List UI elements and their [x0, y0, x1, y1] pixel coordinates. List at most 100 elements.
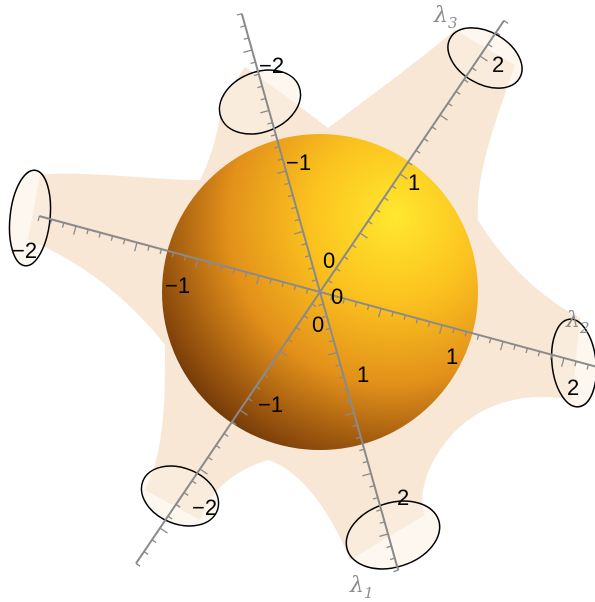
tick-mark-lambda2: [37, 215, 41, 222]
tick-mark-lambda2: [110, 235, 114, 241]
tick-mark-lambda2: [171, 252, 175, 258]
tick-label-l1-1: 1: [357, 362, 369, 387]
tick-mark-lambda3: [191, 480, 197, 485]
tick-mark-lambda1: [369, 484, 375, 488]
tick-mark-lambda1: [301, 242, 307, 246]
tick-mark-lambda2: [183, 255, 187, 261]
tick-label-l2-1: 1: [446, 344, 458, 369]
tick-mark-lambda1: [345, 412, 355, 417]
tick-label-l2-0: 0: [331, 284, 343, 309]
cap-top-right: [447, 27, 523, 89]
tick-mark-lambda3: [135, 562, 141, 567]
axis-name-lambda2-symbol: λ: [565, 308, 580, 333]
tick-mark-lambda1: [287, 194, 293, 198]
tick-mark-lambda2: [525, 347, 529, 354]
tick-label-l1-2: 2: [397, 485, 409, 510]
tick-mark-lambda2: [195, 258, 199, 268]
axis-name-lambda1: λ1: [349, 573, 374, 602]
tick-mark-lambda3: [447, 102, 453, 107]
tick-labels: −2 −1 0 1 2 −2 −1 0 1 2 −2 −1 0 1 2: [12, 52, 579, 520]
tick-mark-lambda1: [253, 73, 259, 77]
tick-mark-lambda1: [372, 497, 378, 500]
tick-label-l2-minus1: −1: [165, 273, 190, 298]
tick-mark-lambda1: [328, 339, 334, 343]
tick-mark-lambda3: [279, 350, 288, 357]
tick-mark-lambda3: [383, 197, 389, 201]
tick-mark-lambda3: [391, 185, 397, 190]
tick-label-l3-minus2: −2: [192, 495, 217, 520]
tick-mark-lambda2: [561, 357, 565, 367]
tick-mark-lambda1: [270, 134, 276, 137]
tick-mark-lambda2: [586, 364, 590, 370]
tick-mark-lambda1: [240, 25, 246, 28]
tick-mark-lambda3: [311, 303, 317, 308]
tick-mark-lambda1: [308, 267, 314, 270]
tick-mark-lambda2: [293, 285, 297, 291]
tick-mark-lambda1: [386, 545, 392, 549]
tick-mark-lambda2: [147, 245, 150, 251]
tick-mark-lambda3: [303, 315, 309, 319]
tick-mark-lambda1: [243, 49, 253, 54]
tick-mark-lambda2: [98, 232, 102, 238]
tick-mark-lambda3: [495, 31, 501, 36]
tick-mark-lambda1: [379, 521, 385, 524]
tick-label-l3-minus1: −1: [258, 392, 283, 417]
tick-mark-lambda3: [151, 539, 157, 544]
tick-mark-lambda2: [220, 265, 224, 271]
tick-mark-lambda1: [328, 351, 338, 356]
tick-mark-lambda1: [236, 13, 242, 16]
tick-mark-lambda1: [321, 315, 327, 319]
tick-label-l2-minus2: −2: [12, 238, 37, 263]
tick-mark-lambda1: [359, 448, 365, 452]
tick-mark-lambda1: [277, 170, 287, 175]
tick-mark-lambda3: [295, 326, 301, 331]
tick-mark-lambda2: [439, 324, 443, 334]
tick-mark-lambda2: [574, 361, 577, 367]
tick-mark-lambda3: [215, 444, 221, 449]
tick-mark-lambda1: [389, 557, 395, 561]
tick-mark-lambda2: [330, 295, 333, 301]
tick-label-l2-2: 2: [567, 375, 579, 400]
tick-mark-lambda1: [335, 363, 341, 367]
tick-mark-lambda2: [256, 275, 260, 285]
tick-mark-lambda2: [269, 278, 272, 284]
tick-label-l1-minus2: −2: [259, 53, 284, 78]
tick-mark-lambda3: [343, 256, 349, 260]
tick-label-l3-2: 2: [492, 52, 504, 77]
tick-mark-lambda1: [304, 255, 310, 258]
tick-mark-lambda3: [183, 492, 189, 496]
tick-mark-lambda2: [513, 344, 516, 350]
axis-name-lambda3-subscript: 3: [448, 14, 458, 32]
tick-mark-lambda2: [500, 341, 504, 351]
tick-mark-lambda1: [338, 376, 344, 379]
axis-name-lambda2: λ2: [565, 308, 590, 337]
tick-mark-lambda1: [376, 509, 382, 512]
tick-mark-lambda3: [463, 79, 469, 83]
tick-mark-lambda2: [122, 239, 126, 245]
cap-right: [550, 318, 595, 408]
tick-mark-lambda1: [325, 327, 331, 331]
tick-mark-lambda2: [537, 351, 541, 357]
tick-mark-lambda2: [378, 308, 382, 318]
tick-mark-lambda2: [488, 338, 492, 344]
cap-bottom-left: [140, 465, 220, 527]
tick-mark-lambda2: [354, 301, 358, 307]
tick-label-l3-1: 1: [408, 170, 420, 195]
tick-mark-lambda2: [86, 229, 89, 235]
tick-mark-lambda3: [207, 456, 213, 461]
tick-mark-lambda3: [287, 338, 293, 343]
cap-top-left: [218, 69, 302, 135]
tick-mark-lambda1: [352, 424, 358, 428]
tick-mark-lambda2: [476, 334, 480, 340]
tick-mark-lambda1: [257, 85, 263, 89]
axes: [37, 13, 595, 573]
tick-mark-lambda3: [159, 527, 168, 534]
axis-line-lambda3: [135, 20, 505, 564]
tick-mark-lambda3: [247, 397, 253, 402]
tick-mark-lambda2: [244, 272, 248, 278]
axis-names: λ1 λ2 λ3: [349, 3, 590, 602]
axis-name-lambda3-symbol: λ: [433, 3, 448, 28]
axis-name-lambda1-subscript: 1: [364, 584, 374, 602]
tick-mark-lambda2: [415, 318, 419, 324]
tick-mark-lambda1: [393, 569, 399, 573]
